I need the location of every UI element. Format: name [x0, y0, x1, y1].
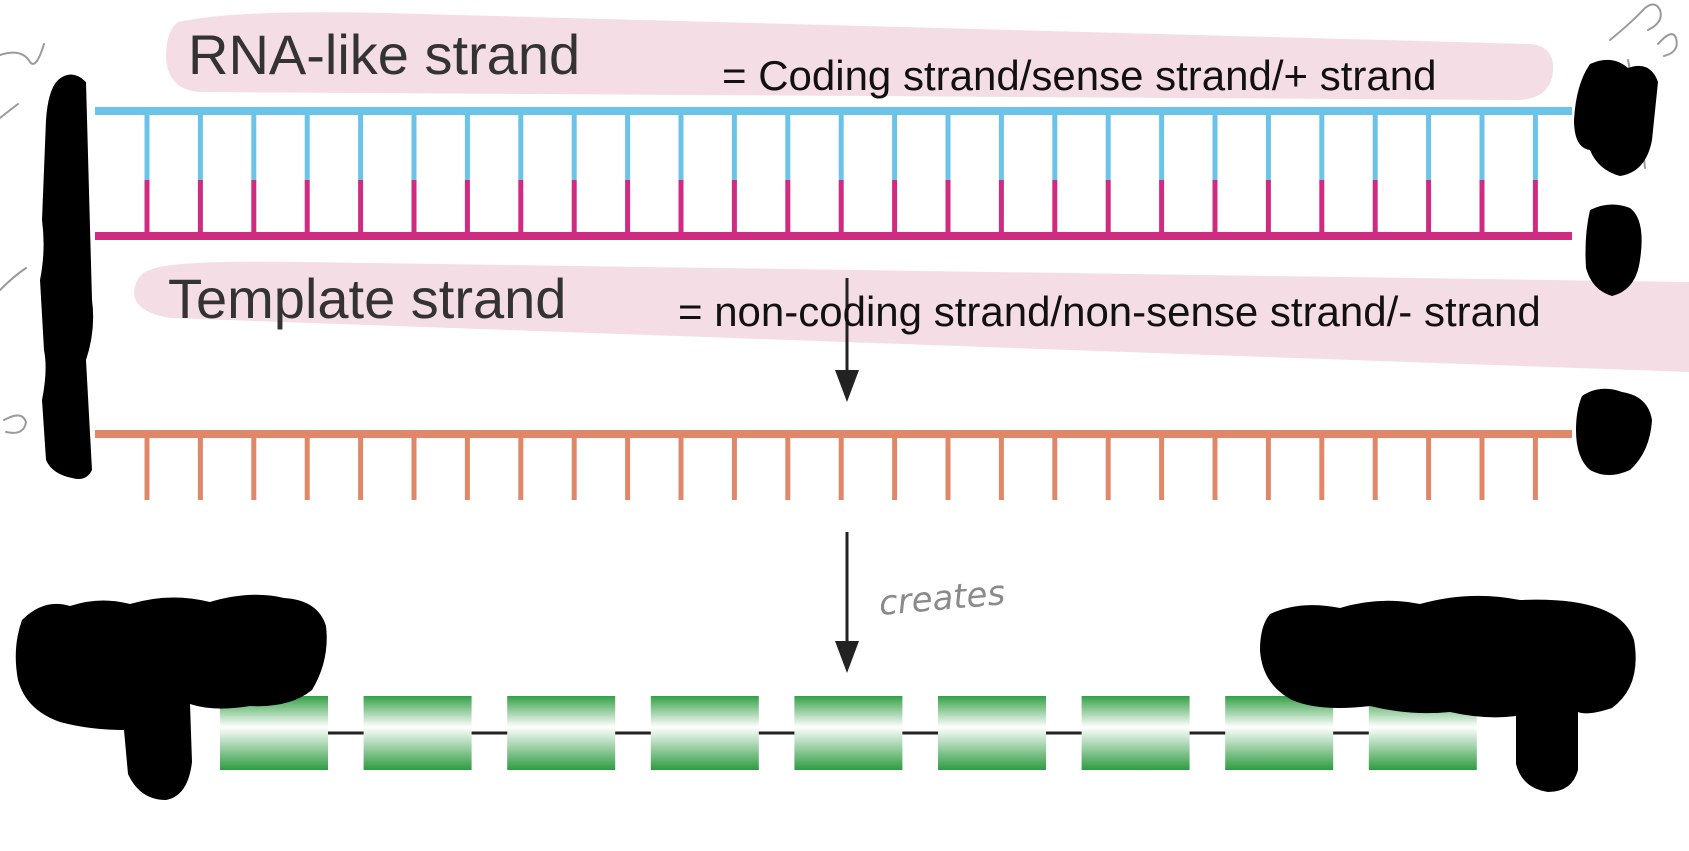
exon-block	[1081, 696, 1190, 770]
exons	[220, 696, 1477, 770]
bottom-strand-label: Template strand	[168, 267, 566, 330]
highlight-bottom	[134, 261, 1689, 372]
exon-block	[794, 696, 903, 770]
rna-bases	[144, 434, 1538, 500]
redaction-marks	[15, 59, 1658, 800]
exon-block	[938, 696, 1046, 770]
coding-strand-definition: = Coding strand/sense strand/+ strand	[722, 52, 1436, 99]
exon-block	[1225, 696, 1334, 770]
arrow-down-icon	[835, 278, 859, 402]
template-strand-definition: = non-coding strand/non-sense strand/- s…	[678, 288, 1541, 335]
exon-block	[507, 696, 616, 770]
top-strand-label: RNA-like strand	[188, 23, 580, 86]
arrow-down-icon	[835, 532, 859, 673]
exon-block	[363, 696, 472, 770]
exon-block	[650, 696, 759, 770]
exon-block	[220, 696, 328, 770]
base-pairs	[144, 111, 1538, 236]
handwritten-note: creates	[877, 573, 1006, 624]
highlight-top	[166, 12, 1554, 101]
